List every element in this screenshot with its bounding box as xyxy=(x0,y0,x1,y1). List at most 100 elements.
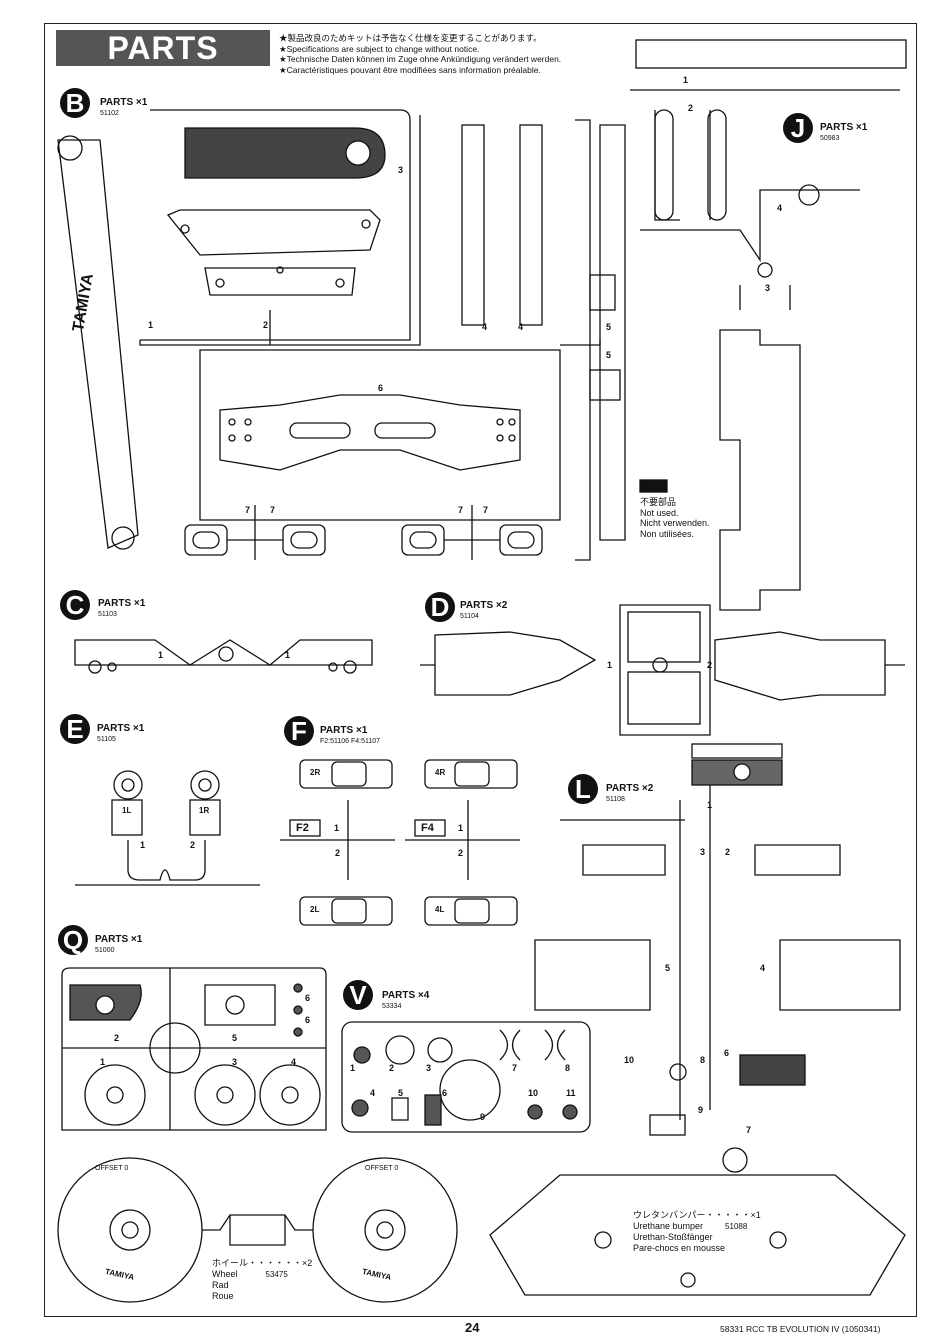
bumper-number: 51088 xyxy=(725,1221,748,1231)
wheel-de: Rad xyxy=(212,1280,229,1290)
label-l10: 10 xyxy=(624,1055,635,1065)
parts-banner: PARTS xyxy=(56,30,270,66)
label-f2r: 2R xyxy=(310,768,321,777)
parts-tree-b xyxy=(57,109,626,561)
wheel-jp: ホイール・・・・・・×2 xyxy=(212,1258,313,1268)
parts-e-title: PARTS ×1 51105 xyxy=(97,723,144,745)
label-b5b: 5 xyxy=(606,350,612,360)
wheel-offset-b: OFFSET 0 xyxy=(365,1165,399,1172)
parts-tree-d xyxy=(420,604,905,736)
parts-tree-e xyxy=(75,770,260,886)
note-en: ★Specifications are subject to change wi… xyxy=(279,43,480,54)
parts-j-number: 50983 xyxy=(820,135,840,142)
label-b5a: 5 xyxy=(606,322,612,332)
badge-f: F xyxy=(284,716,314,746)
parts-e-count: PARTS ×1 xyxy=(97,723,145,734)
label-l9: 9 xyxy=(698,1105,704,1115)
not-used-fr: Non utilisées. xyxy=(640,528,695,539)
parts-tree-f xyxy=(280,759,520,926)
label-e1l: 1L xyxy=(122,806,132,815)
parts-e-number: 51105 xyxy=(97,736,116,743)
label-v11: 11 xyxy=(566,1088,576,1098)
parts-b-number: 51102 xyxy=(100,110,119,117)
parts-d-title: PARTS ×2 51104 xyxy=(460,600,507,622)
label-d2: 2 xyxy=(707,660,713,670)
wheel-offset-a: OFFSET 0 xyxy=(95,1165,129,1172)
label-j1: 1 xyxy=(683,75,689,85)
label-v3: 3 xyxy=(426,1063,432,1073)
label-f4: F4 xyxy=(421,822,434,834)
parts-f-count: PARTS ×1 xyxy=(320,725,368,736)
not-used-swatch xyxy=(639,479,668,493)
label-f4l: 4L xyxy=(435,905,445,914)
label-f2l: 2L xyxy=(310,905,320,914)
parts-b-title: PARTS ×1 51102 xyxy=(100,97,147,119)
not-used-jp: 不要部品 xyxy=(640,497,677,507)
note-de: ★Technische Daten können im Zuge ohne An… xyxy=(279,54,562,65)
badge-b: B xyxy=(60,88,90,118)
label-q1: 1 xyxy=(100,1057,106,1067)
parts-f-number: F2:51106 F4:51107 xyxy=(320,738,381,745)
label-f2a: 2 xyxy=(335,848,341,858)
label-v6: 6 xyxy=(442,1088,448,1098)
bumper-de: Urethan-Stoßfänger xyxy=(633,1232,713,1242)
label-v4: 4 xyxy=(370,1088,376,1098)
label-b4b: 4 xyxy=(518,322,524,332)
wheel-fr: Roue xyxy=(212,1290,234,1301)
label-l8: 8 xyxy=(700,1055,706,1065)
label-q5: 5 xyxy=(232,1033,238,1043)
badge-v: V xyxy=(343,980,373,1010)
label-f1b: 1 xyxy=(458,823,464,833)
label-f2: F2 xyxy=(296,822,309,834)
label-l3: 3 xyxy=(700,847,706,857)
label-f4r: 4R xyxy=(435,768,446,777)
model-code: 58331 RCC TB EVOLUTION IV (1050341) xyxy=(720,1324,881,1334)
label-b7c: 7 xyxy=(458,505,464,515)
label-q4: 4 xyxy=(291,1057,297,1067)
badge-c: C xyxy=(60,590,90,620)
label-q6b: 6 xyxy=(305,1015,311,1025)
parts-q-title: PARTS ×1 51000 xyxy=(95,934,142,956)
parts-b-count: PARTS ×1 xyxy=(100,97,148,108)
spec-notes: ★製品改良のためキットは予告なく仕様を変更することがあります。 ★Specifi… xyxy=(279,33,561,75)
label-c1b: 1 xyxy=(285,650,291,660)
parts-v-count: PARTS ×4 xyxy=(382,990,430,1001)
parts-d-count: PARTS ×2 xyxy=(460,600,508,611)
label-b6: 6 xyxy=(378,383,384,393)
label-e1: 1 xyxy=(140,840,146,850)
note-jp: ★製品改良のためキットは予告なく仕様を変更することがあります。 xyxy=(279,33,542,43)
note-fr: ★Caractéristiques pouvant être modifiées… xyxy=(279,64,541,75)
label-l2: 2 xyxy=(725,847,731,857)
bumper-en: Urethane bumper xyxy=(633,1220,704,1231)
label-b7d: 7 xyxy=(483,505,489,515)
label-b7b: 7 xyxy=(270,505,276,515)
label-v2: 2 xyxy=(389,1063,395,1073)
not-used-en: Not used. xyxy=(640,507,679,518)
parts-q-count: PARTS ×1 xyxy=(95,934,143,945)
label-v10: 10 xyxy=(528,1088,539,1098)
label-d1: 1 xyxy=(607,660,613,670)
badge-l: L xyxy=(568,774,598,804)
label-v1: 1 xyxy=(350,1063,356,1073)
label-j4: 4 xyxy=(777,203,783,213)
parts-tree-c xyxy=(74,639,373,674)
label-e1r: 1R xyxy=(199,806,210,815)
bumper-fr: Pare-chocs en mousse xyxy=(633,1242,726,1253)
page-number: 24 xyxy=(465,1320,480,1335)
not-used-de: Nicht verwenden. xyxy=(640,518,710,528)
label-b7a: 7 xyxy=(245,505,251,515)
parts-tree-q xyxy=(61,967,327,1131)
parts-d-number: 51104 xyxy=(460,613,479,620)
label-l7: 7 xyxy=(746,1125,752,1135)
badge-d: D xyxy=(425,592,455,622)
label-f1a: 1 xyxy=(334,823,340,833)
urethane-bumper xyxy=(489,1174,906,1296)
parts-tree-l xyxy=(534,743,901,1173)
label-q6a: 6 xyxy=(305,993,311,1003)
parts-q-number: 51000 xyxy=(95,947,115,954)
label-b1: 1 xyxy=(148,320,154,330)
badge-j: J xyxy=(783,113,813,143)
